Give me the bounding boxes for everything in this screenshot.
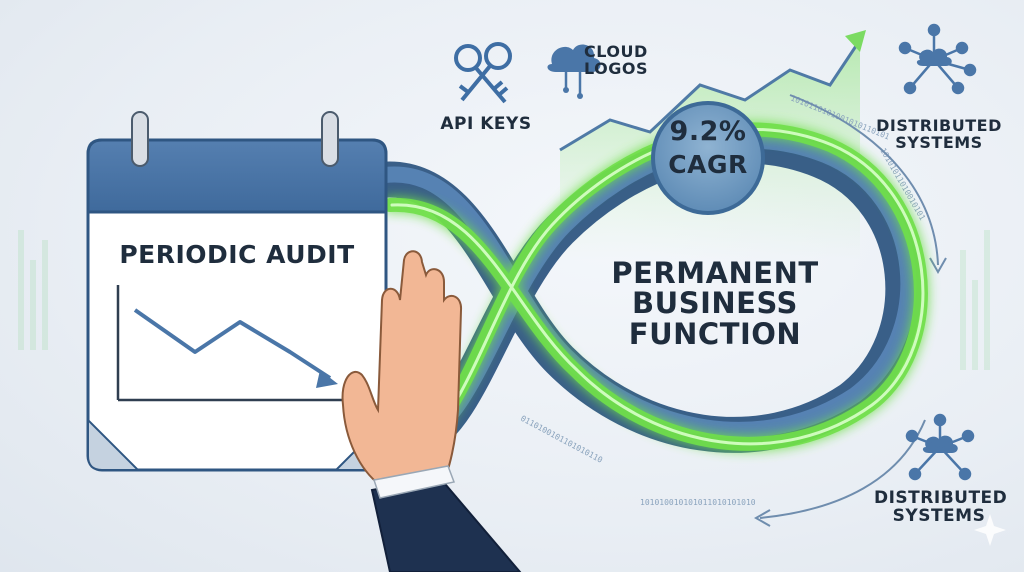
network-nodes-icon xyxy=(898,23,977,95)
sparkle-icon xyxy=(974,514,1006,546)
cloud-logos-line: LOGOS xyxy=(584,58,648,78)
center-label-line: BUSINESS xyxy=(632,286,798,321)
cloud-logos-label: CLOUD LOGOS xyxy=(584,42,654,78)
distributed-systems-top-label: DISTRIBUTED SYSTEMS xyxy=(874,116,1004,152)
distributed-systems-line: SYSTEMS xyxy=(895,132,983,152)
distributed-systems-line: SYSTEMS xyxy=(892,505,986,526)
cloud-logos-line: CLOUD xyxy=(584,42,648,61)
cagr-label: CAGR xyxy=(668,150,748,179)
distributed-systems-line: DISTRIBUTED xyxy=(876,116,1002,135)
center-label-line: FUNCTION xyxy=(628,316,802,351)
cagr-value: 9.2% xyxy=(669,116,747,147)
cagr-badge xyxy=(651,101,765,215)
svg-text:0110100101101010110: 0110100101101010110 xyxy=(519,414,604,465)
svg-text:101010010101011010101010: 101010010101011010101010 xyxy=(640,498,756,507)
center-label-line: PERMANENT xyxy=(611,256,819,290)
infinity-loop xyxy=(362,122,928,462)
center-label: PERMANENT BUSINESS FUNCTION xyxy=(600,256,830,351)
stop-hand xyxy=(341,250,522,572)
api-keys-label: API KEYS xyxy=(440,114,532,134)
network-nodes-icon xyxy=(905,413,975,481)
calendar xyxy=(86,111,388,472)
declining-trend-line xyxy=(133,308,332,380)
calendar-title: PERIODIC AUDIT xyxy=(119,240,355,269)
background-bars xyxy=(18,230,990,370)
keys-icon xyxy=(454,42,512,104)
distributed-systems-line: DISTRIBUTED xyxy=(874,488,1008,508)
distributed-systems-bottom-label: DISTRIBUTED SYSTEMS xyxy=(874,488,1008,526)
cloud-network-icon xyxy=(547,44,601,99)
